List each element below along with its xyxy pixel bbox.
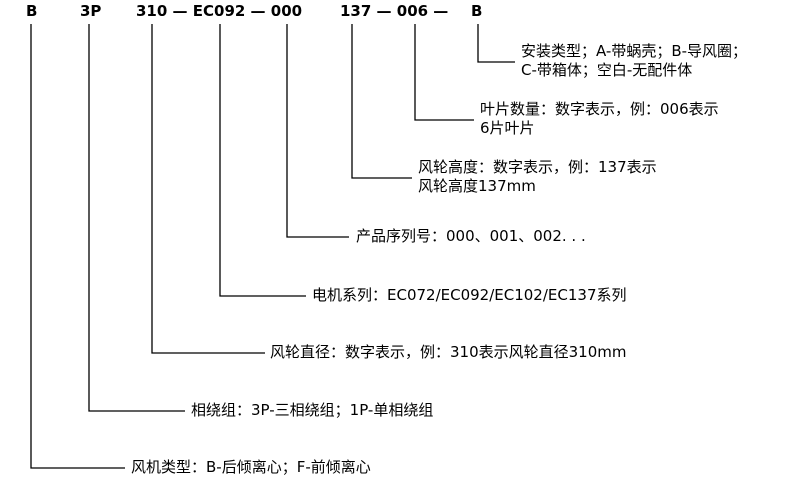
install-type-line1: 安装类型；A-带蜗壳；B-导风圈； bbox=[521, 42, 748, 60]
winding-phase-desc: 相绕组：3P-三相绕组；1P-单相绕组 bbox=[191, 401, 434, 419]
fan-height-line1: 风轮高度：数字表示，例：137表示 bbox=[418, 158, 657, 176]
connector-fan-diameter bbox=[151, 24, 265, 354]
connector-winding-phase bbox=[88, 24, 185, 412]
product-serial-desc: 产品序列号：000、001、002. . . bbox=[356, 227, 586, 245]
blade-count-line1: 叶片数量：数字表示，例：006表示 bbox=[480, 100, 719, 118]
code-part-3p: 3P bbox=[80, 2, 102, 20]
connector-fan-type bbox=[30, 24, 125, 469]
connector-install-type bbox=[477, 24, 515, 63]
connector-blade-count bbox=[414, 24, 474, 121]
fan-height-line2: 风轮高度137mm bbox=[418, 177, 536, 195]
install-type-desc: 安装类型；A-带蜗壳；B-导风圈； C-带箱体；空白-无配件体 bbox=[521, 42, 747, 80]
fan-diameter-desc: 风轮直径：数字表示，例：310表示风轮直径310mm bbox=[270, 343, 627, 361]
motor-series-desc: 电机系列：EC072/EC092/EC102/EC137系列 bbox=[312, 286, 627, 304]
code-part-b: B bbox=[26, 2, 38, 20]
code-part-middle: 310 — EC092 — 000 bbox=[136, 2, 303, 20]
install-type-line2: C-带箱体；空白-无配件体 bbox=[521, 61, 693, 79]
connector-fan-height bbox=[351, 24, 412, 179]
connector-product-serial bbox=[286, 24, 349, 238]
connector-motor-series bbox=[219, 24, 306, 297]
fan-type-desc: 风机类型：B-后倾离心；F-前倾离心 bbox=[131, 458, 371, 476]
blade-count-line2: 6片叶片 bbox=[480, 119, 535, 137]
code-part-end: 137 — 006 — bbox=[340, 2, 449, 20]
fan-height-desc: 风轮高度：数字表示，例：137表示 风轮高度137mm bbox=[418, 158, 657, 196]
blade-count-desc: 叶片数量：数字表示，例：006表示 6片叶片 bbox=[480, 100, 719, 138]
code-part-last: B bbox=[471, 2, 483, 20]
